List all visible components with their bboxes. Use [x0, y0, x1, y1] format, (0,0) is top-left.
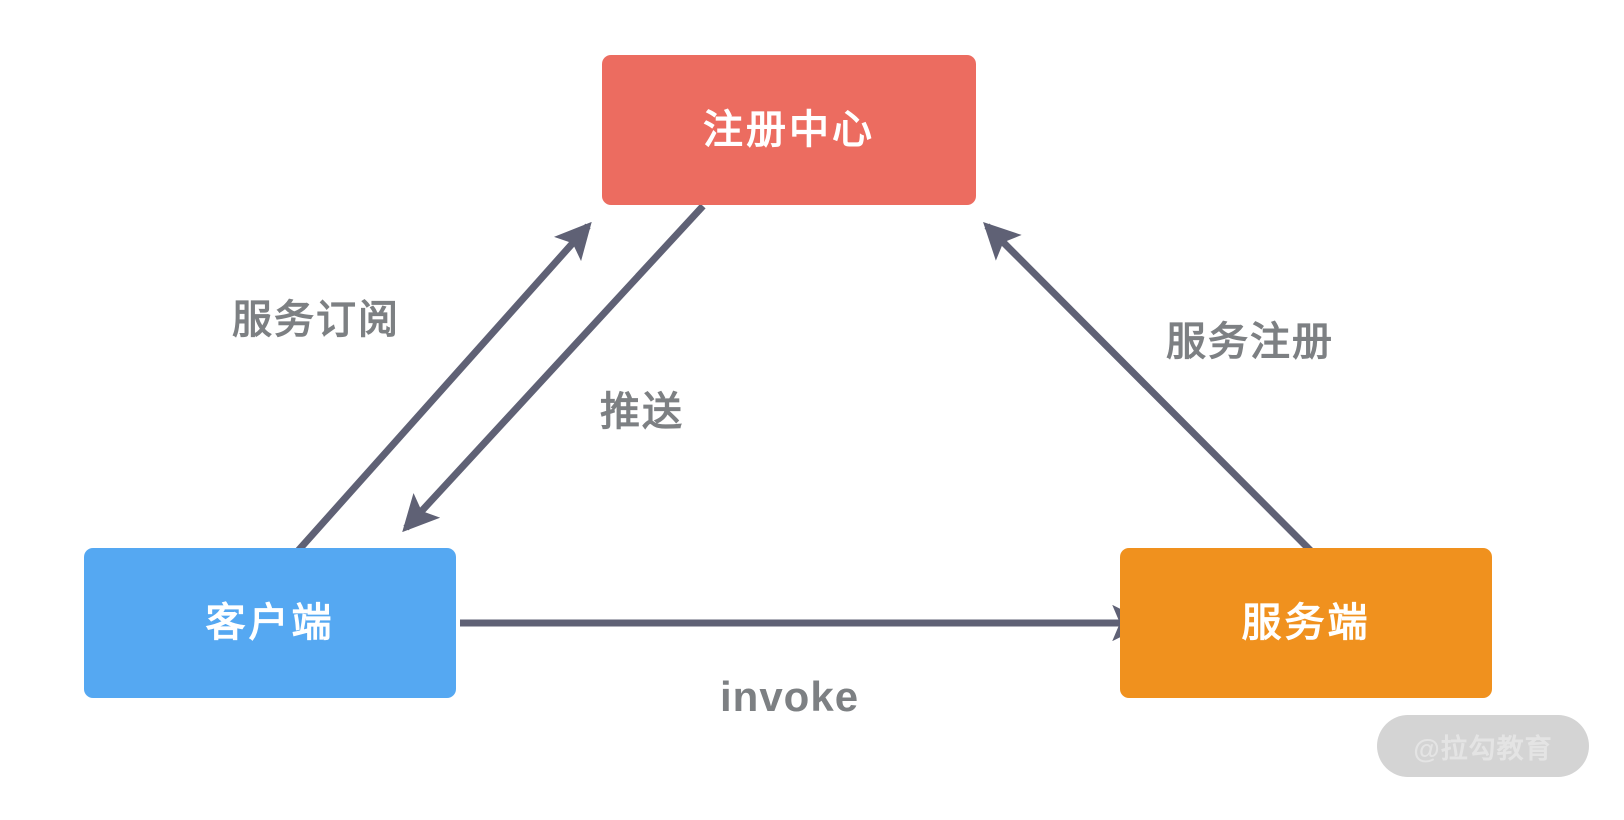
- node-client-label: 客户端: [205, 601, 335, 645]
- edge-subscribe: [285, 221, 592, 565]
- node-registry[interactable]: 注册中心: [602, 55, 976, 205]
- edge-label-invoke: invoke: [720, 673, 860, 720]
- node-registry-label: 注册中心: [703, 108, 875, 152]
- watermark-badge: @拉勾教育: [1377, 715, 1589, 777]
- node-client[interactable]: 客户端: [84, 548, 456, 698]
- edge-label-push: 推送: [600, 390, 684, 434]
- watermark-text: @拉勾教育: [1413, 733, 1553, 764]
- node-server-label: 服务端: [1241, 601, 1371, 645]
- node-server[interactable]: 服务端: [1120, 548, 1492, 698]
- edge-label-subscribe: 服务订阅: [232, 298, 400, 342]
- edge-push: [402, 203, 706, 533]
- edge-register: [983, 222, 1315, 555]
- edge-label-register: 服务注册: [1166, 320, 1334, 364]
